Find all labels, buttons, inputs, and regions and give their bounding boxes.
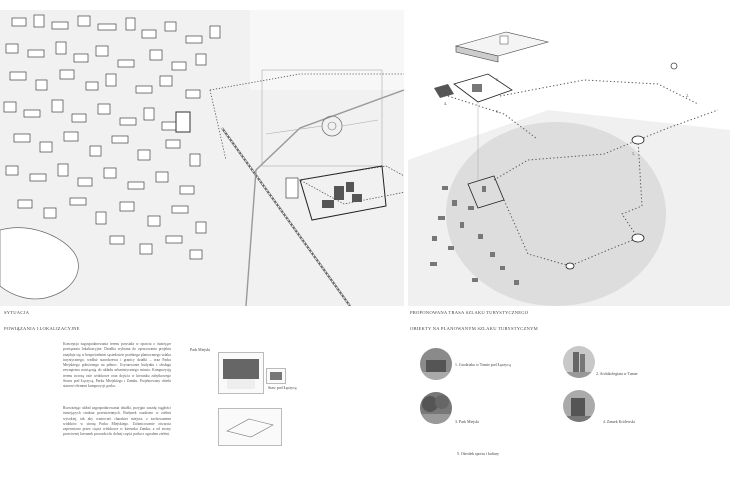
route-item-3-label: Park Miejski: [458, 420, 479, 424]
route-item-2: 2. Archikolegiata w Tumie: [596, 372, 638, 376]
tourist-route-axonometry: 1. 2. 3. 4. 5.: [408, 10, 730, 306]
route-item-5: 5. Ośrodek sportu i kultury: [457, 452, 499, 456]
route-item-1-label: Grodzisko w Tumie pod Łęczycą: [458, 363, 511, 367]
archikolegiata-image: [563, 346, 595, 378]
route-item-3-num: 3.: [455, 420, 458, 424]
route-drawing: [408, 10, 730, 306]
pond-thumb-label: Staw pod Łęczycą: [268, 386, 297, 390]
plan-sketch: [226, 418, 274, 438]
pond-thumbnail: [266, 368, 286, 384]
route-item-5-num: 5.: [457, 452, 460, 456]
site-plan-caption: SYTUACJA: [4, 310, 30, 315]
connections-paragraph-2: Rozważając układ zagospodarowania działk…: [63, 406, 171, 437]
park-sketch: [223, 359, 259, 389]
route-item-4: 4. Zamek Królewski: [603, 420, 635, 424]
site-plan-drawing: [0, 10, 404, 306]
route-item-4-label: Zamek Królewski: [606, 420, 635, 424]
route-label-3: 3.: [496, 78, 499, 82]
photo-grodzisko: [420, 348, 452, 380]
route-objects-heading: OBIEKTY NA PLANOWANYM SZLAKU TURYSTYCZNY…: [410, 326, 538, 331]
connections-paragraph-1: Koncepcja zagospodarowania terenu powsta…: [63, 342, 171, 389]
park-image: [420, 392, 452, 424]
park-thumbnail: [218, 352, 264, 394]
route-item-2-label: Archikolegiata w Tumie: [599, 372, 638, 376]
route-caption: PROPONOWANA TRASA SZLAKU TURYSTYCZNEGO: [410, 310, 529, 315]
plan-thumbnail: [218, 408, 282, 446]
route-label-5: 5.: [496, 110, 499, 114]
route-item-3: 3. Park Miejski: [455, 420, 479, 424]
pond-sketch: [270, 372, 282, 380]
grodzisko-image: [420, 348, 452, 380]
photo-zamek: [563, 390, 595, 422]
route-label-1: 1.: [632, 152, 635, 156]
route-label-2: 2.: [686, 94, 689, 98]
site-plan-map: [0, 10, 404, 306]
route-item-1: 1. Grodzisko w Tumie pod Łęczycą: [455, 363, 511, 367]
route-item-4-num: 4.: [603, 420, 606, 424]
route-item-5-label: Ośrodek sportu i kultury: [460, 452, 500, 456]
route-label-4: 4.: [444, 102, 447, 106]
zamek-image: [563, 390, 595, 422]
photo-archikolegiata: [563, 346, 595, 378]
photo-park: [420, 392, 452, 424]
connections-heading: POWIĄZANIA I LOKALIZACYJNE: [4, 326, 80, 331]
park-thumb-label: Park Miejski: [190, 348, 210, 352]
route-item-1-num: 1.: [455, 363, 458, 367]
route-item-2-num: 2.: [596, 372, 599, 376]
